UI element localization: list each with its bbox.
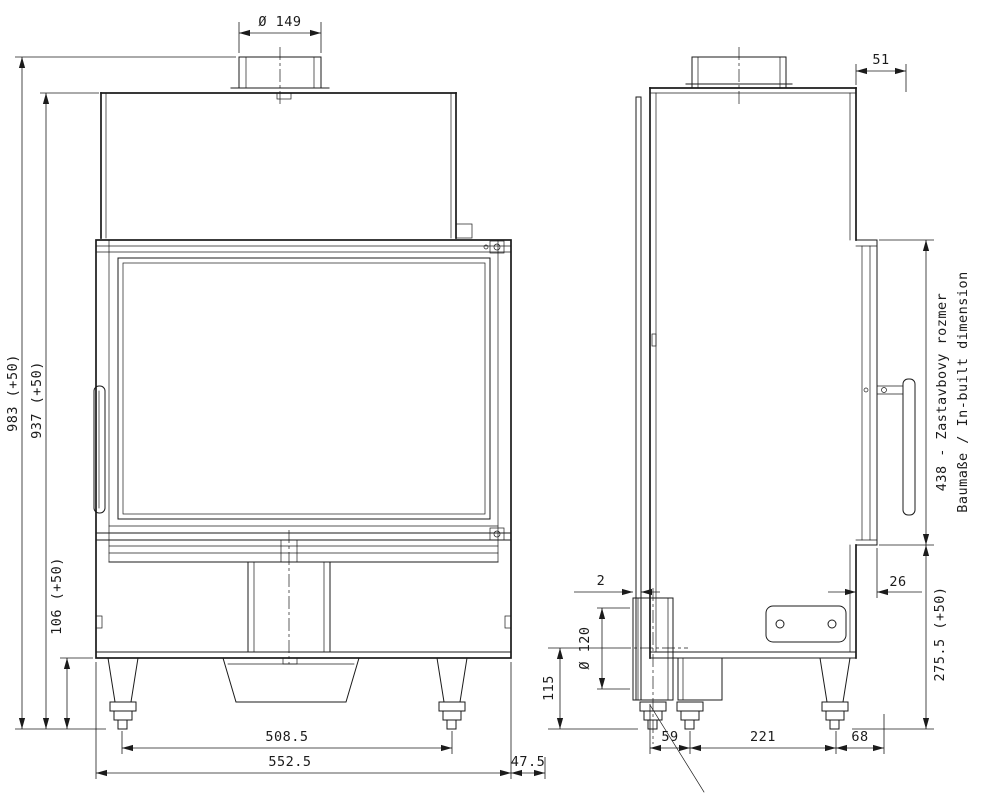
- dim-label-overall-height: 983 (+50): [5, 354, 21, 432]
- left-foot-front: [109, 701, 137, 730]
- dim-label-flue-diameter: Ø 149: [258, 14, 301, 30]
- rear-foot-side: [639, 701, 667, 730]
- top-panel-front: [100, 92, 473, 239]
- dim-label-feet-spacing: 508.5: [265, 729, 308, 745]
- dim-label-door-depth: 26: [889, 574, 906, 590]
- dim-plinth-height: 106 (+50): [49, 557, 93, 729]
- dim-door-depth: 26: [828, 548, 922, 598]
- dim-label-rear-gap: 2: [597, 573, 606, 589]
- dim-depth-chain: 59 221 68: [649, 704, 885, 754]
- dim-label-depth-front: 68: [851, 729, 868, 745]
- dim-label-flue-axis-height: 115: [541, 675, 557, 701]
- mid-foot-side: [676, 701, 704, 730]
- dim-lower-height: 275.5 (+50): [852, 545, 948, 730]
- dim-overall-width: 552.5: [95, 662, 512, 779]
- rear-heat-shield-side: [635, 96, 642, 701]
- connection-plate-side: [765, 605, 847, 643]
- dim-label-body-height: 937 (+50): [29, 361, 45, 439]
- dim-label-built-in-cz: 438 - Zastavbovy rozmer: [934, 293, 950, 491]
- front-leg-side: [819, 657, 851, 703]
- dim-label-side-offset: 47.5: [511, 754, 546, 770]
- dim-rear-gap: 2: [574, 573, 660, 596]
- right-foot-front: [438, 701, 466, 730]
- dim-bottom-flue-diameter: Ø 120: [577, 607, 630, 690]
- dim-label-lower-height: 275.5 (+50): [932, 587, 948, 682]
- left-leg-front: [107, 657, 139, 703]
- door-profile-side: [855, 239, 878, 546]
- dim-flue-axis-height: 115: [541, 647, 638, 730]
- dim-label-top-offset: 51: [872, 52, 889, 68]
- firebox-door-front: [95, 239, 512, 659]
- flue-collar-side: [685, 56, 793, 89]
- base-front: [95, 615, 512, 665]
- dim-side-offset: 47.5: [511, 754, 546, 779]
- ash-tray-front: [222, 657, 360, 703]
- door-handle-front: [93, 385, 106, 514]
- dim-label-depth-mid: 221: [750, 729, 776, 745]
- dim-top-offset: 51: [855, 52, 907, 92]
- dim-overall-height: 983 (+50): [5, 56, 236, 730]
- leader-line: [649, 704, 705, 793]
- dim-body-height: 937 (+50): [29, 92, 99, 729]
- pedestal-front: [247, 561, 331, 653]
- dimensions: Ø 149 983 (+50) 937 (+50) 106 (+50) 508.…: [5, 14, 971, 779]
- body-side: [649, 87, 857, 659]
- right-leg-front: [436, 657, 468, 703]
- door-hinges-front: [483, 240, 505, 541]
- door-handle-side: [876, 378, 916, 516]
- dim-built-in-height: 438 - Zastavbovy rozmer Baumaße / In-bui…: [879, 239, 971, 546]
- front-view: [93, 47, 512, 730]
- dim-feet-spacing: 508.5: [121, 729, 453, 754]
- dim-label-overall-width: 552.5: [268, 754, 311, 770]
- air-pedestal-side: [677, 657, 723, 701]
- dim-label-plinth-height: 106 (+50): [49, 557, 65, 635]
- front-foot-side: [821, 701, 849, 730]
- dim-flue-diameter: Ø 149: [238, 14, 322, 53]
- dim-label-depth-rear: 59: [661, 729, 678, 745]
- side-view: [618, 47, 916, 793]
- dim-label-built-in-de-en: Baumaße / In-built dimension: [955, 271, 971, 513]
